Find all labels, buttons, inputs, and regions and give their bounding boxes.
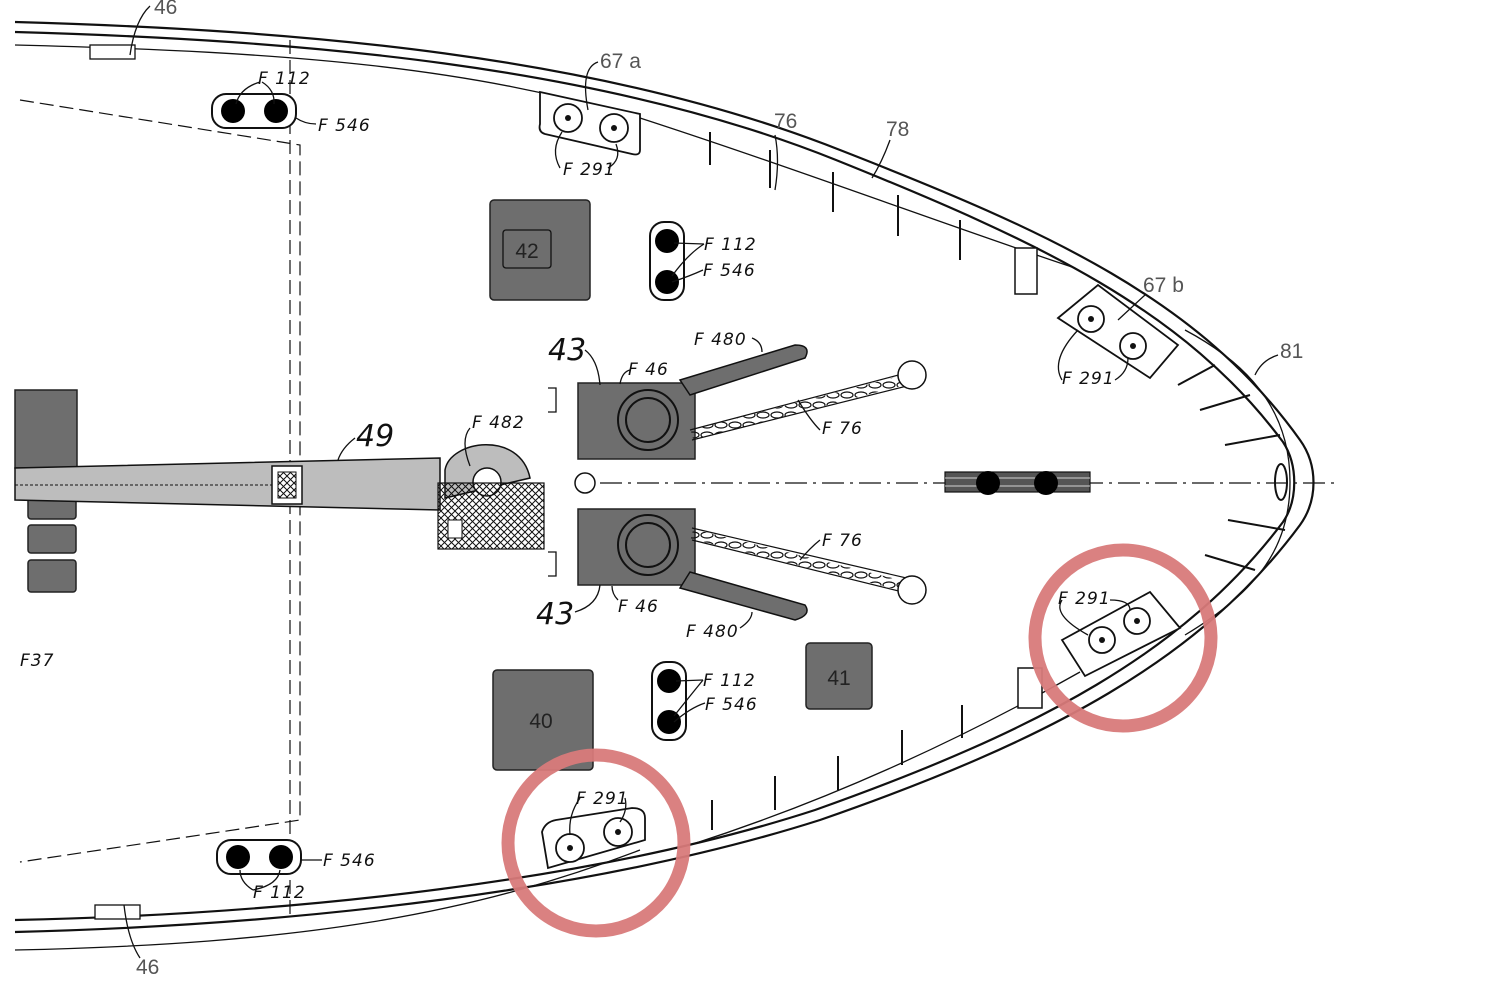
label-f76-bottom: F 76 <box>822 531 863 551</box>
fairlead-bottom <box>541 807 646 870</box>
bow-ribs <box>1177 364 1288 571</box>
highlight-rings <box>501 543 1218 938</box>
label-f46-top: F 46 <box>628 360 669 380</box>
label-43-top: 43 <box>548 333 586 368</box>
label-f291-bottom: F 291 <box>576 789 629 809</box>
box-41: 41 <box>805 642 873 710</box>
bollard-mid-lower <box>651 661 687 741</box>
label-78: 78 <box>886 118 909 141</box>
stanchions-lower <box>711 667 1043 830</box>
label-46-bottom: 46 <box>136 956 159 979</box>
label-f291-67b: F 291 <box>1062 369 1115 389</box>
label-f112-top-left: F 112 <box>258 69 311 89</box>
bollard-bottom-left <box>216 839 302 875</box>
fairlead-67b <box>1056 283 1180 380</box>
windlass-bottom <box>548 508 927 621</box>
label-f291-67a: F 291 <box>563 160 616 180</box>
box-42-label: 42 <box>515 240 538 263</box>
label-76: 76 <box>774 110 797 133</box>
box-41-label: 41 <box>827 667 850 690</box>
label-f112-mid: F 112 <box>704 235 757 255</box>
label-67b: 67 b <box>1143 274 1184 297</box>
label-f112-bottom-left: F 112 <box>253 883 306 903</box>
label-f480-bottom: F 480 <box>686 622 739 642</box>
label-46-top: 46 <box>154 0 177 19</box>
callout-labels: 46 67 a 76 78 67 b 81 46 49 43 43 F 112 … <box>20 0 1303 979</box>
fairlead-right <box>1060 590 1182 678</box>
highlight-ring-bottom <box>501 748 691 938</box>
label-81: 81 <box>1280 340 1303 363</box>
leader-lines <box>123 5 1279 959</box>
bollard-top-left <box>211 93 297 129</box>
label-f546-low: F 546 <box>705 695 758 715</box>
label-43-bottom: 43 <box>536 597 574 632</box>
label-f546-mid: F 546 <box>703 261 756 281</box>
label-f480-top: F 480 <box>694 330 747 350</box>
windlass-top <box>548 344 927 460</box>
centerline-bollard <box>944 471 1091 495</box>
box-40-label: 40 <box>529 710 552 733</box>
label-f546-top-left: F 546 <box>318 116 371 136</box>
bollard-mid-upper <box>649 221 685 301</box>
box-40: 40 <box>492 669 594 771</box>
label-f112-low: F 112 <box>703 671 756 691</box>
fairlead-67a <box>538 90 641 156</box>
stanchions-upper <box>709 132 1038 295</box>
label-f291-right: F 291 <box>1058 589 1111 609</box>
label-f482: F 482 <box>472 413 525 433</box>
label-49: 49 <box>356 419 394 454</box>
label-f76-top: F 76 <box>822 419 863 439</box>
deckhouse-block <box>14 389 78 593</box>
highlight-ring-right <box>1028 543 1218 733</box>
label-67a: 67 a <box>600 50 641 73</box>
rail-pins <box>89 44 141 920</box>
box-42: 42 <box>489 199 591 301</box>
label-f546-bottom-left: F 546 <box>323 851 376 871</box>
label-f46-bottom: F 46 <box>618 597 659 617</box>
boom-49 <box>14 444 596 550</box>
label-f37: F37 <box>20 651 54 671</box>
